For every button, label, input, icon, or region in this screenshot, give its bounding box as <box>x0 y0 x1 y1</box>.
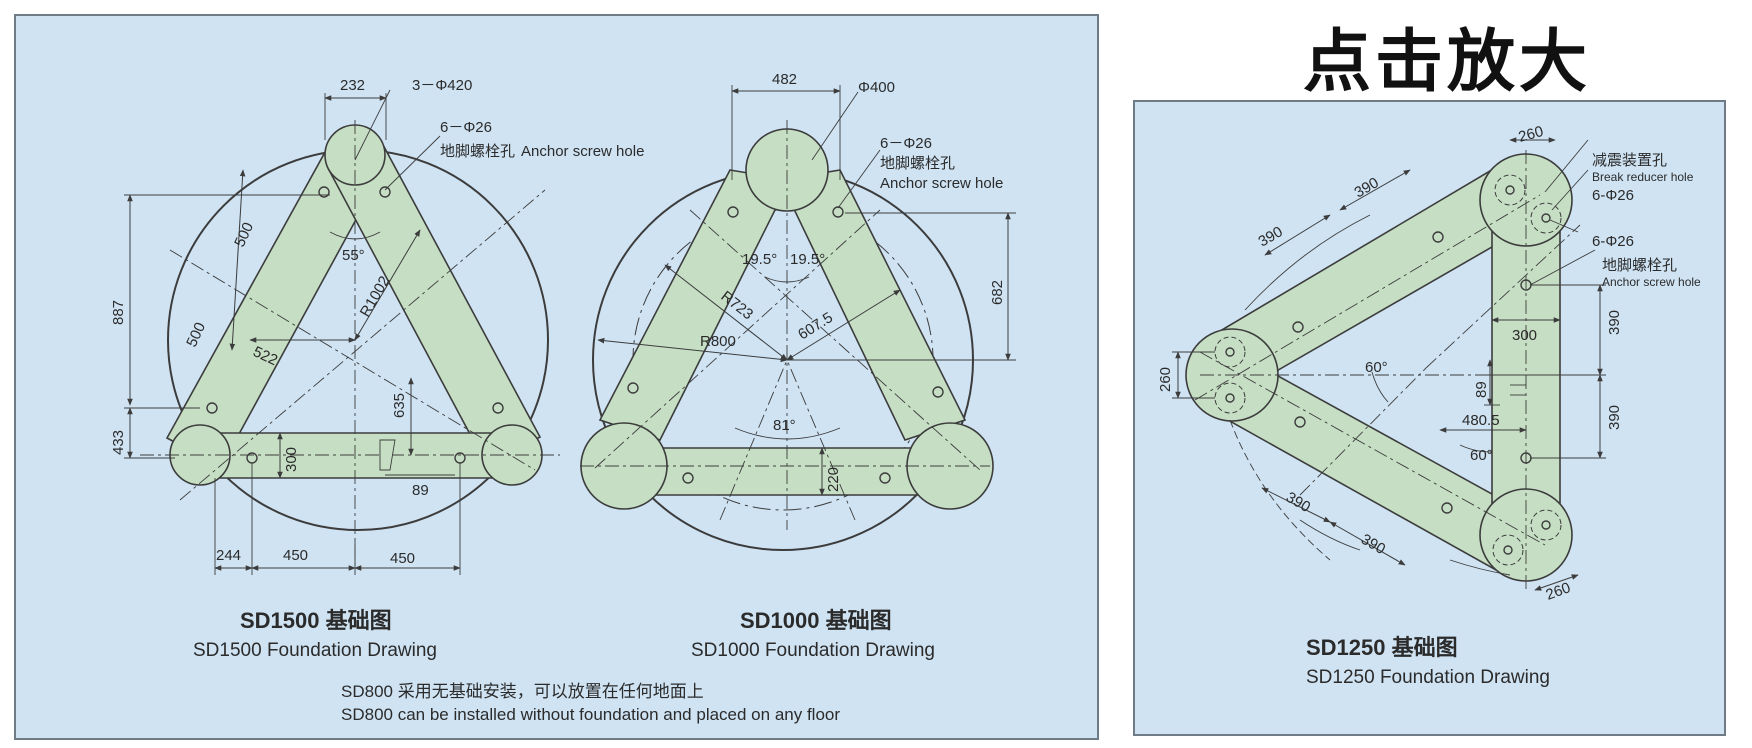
sd1000-dim-r723: R723 <box>718 288 757 323</box>
sd1000-dim-482: 482 <box>772 71 797 88</box>
sd1250-dim-390-upper-b: 390 <box>1256 223 1286 250</box>
sd1500-dim-89: 89 <box>412 482 429 499</box>
sd1000-title: SD1000 基础图 <box>740 608 892 633</box>
sd1250-title: SD1250 基础图 <box>1306 635 1458 660</box>
sd1500-dim-433: 433 <box>110 430 127 455</box>
sd1500-label-anchor-holes: 6－Φ26 <box>440 119 492 136</box>
sd1000-arm-bottom <box>639 447 931 496</box>
sd1250-dim-480-5: 480.5 <box>1462 412 1500 429</box>
sd1250-dim-300: 300 <box>1512 327 1537 344</box>
sd1500-dim-500-lower: 500 <box>183 320 209 350</box>
sd1500-dim-244: 244 <box>216 547 241 564</box>
sd1000-anchor-holes <box>627 206 944 484</box>
sd1500-dim-635: 635 <box>391 393 408 418</box>
sd1250-dim-89: 89 <box>1473 381 1490 398</box>
sd1500-dim-300: 300 <box>283 447 300 472</box>
sd1250-dim-390-lower-a: 390 <box>1283 489 1313 516</box>
sd1500-dim-55deg: 55° <box>342 247 365 264</box>
sd1000-label-main-hole: Φ400 <box>858 79 895 96</box>
sd1250-dim-260-top: 260 <box>1517 123 1546 146</box>
sd1500-dim-887: 887 <box>110 300 127 325</box>
sd800-note-en: SD800 can be installed without foundatio… <box>341 705 841 724</box>
sd1250-label-reducer-en: Break reducer hole <box>1592 170 1694 184</box>
sd1500-dim-232: 232 <box>340 77 365 94</box>
sd1500-dim-500-upper: 500 <box>231 220 257 250</box>
sd1000-arm-left <box>598 169 792 441</box>
sd1000-label-anchor-en: Anchor screw hole <box>880 175 1003 192</box>
sd1000-dim-r800: R800 <box>700 333 736 350</box>
sd800-note-cn: SD800 采用无基础安装，可以放置在任何地面上 <box>341 682 704 701</box>
sd1250-dim-390-upper-a: 390 <box>1352 174 1382 201</box>
sd1500-label-main-holes: 3－Φ420 <box>412 77 472 94</box>
sd1000-label-anchor-cn: 地脚螺栓孔 <box>880 155 955 172</box>
sd1250-label-anchor-en: Anchor screw hole <box>1602 275 1701 289</box>
sd1250-dim-260-left: 260 <box>1157 367 1174 392</box>
sd1250-dim-60deg-b: 60° <box>1470 447 1493 464</box>
sd1250-subtitle: SD1250 Foundation Drawing <box>1306 667 1550 688</box>
sd1000-arm-right <box>778 169 967 441</box>
sd1250-label-reducer-cn: 减震装置孔 <box>1592 152 1667 169</box>
sd1250-dim-390-right-b: 390 <box>1606 405 1623 430</box>
sd1500-title: SD1500 基础图 <box>240 608 392 633</box>
sd1000-subtitle: SD1000 Foundation Drawing <box>691 640 935 661</box>
sd1250-label-holes-a: 6-Φ26 <box>1592 187 1634 204</box>
sd1000-dim-19-5-right: 19.5° <box>790 251 825 268</box>
sd1500-dim-450-right: 450 <box>390 550 415 567</box>
sd1500-subtitle: SD1500 Foundation Drawing <box>193 640 437 661</box>
sd1250-drawing: 260 减震装置孔 Break reducer hole 6-Φ26 6-Φ26… <box>1157 123 1701 604</box>
sd1000-dim-220: 220 <box>825 467 842 492</box>
sd1250-label-anchor-cn: 地脚螺栓孔 <box>1602 257 1677 274</box>
sd1250-dim-390-lower-b: 390 <box>1358 531 1388 558</box>
sd1000-dim-81deg: 81° <box>773 417 796 434</box>
sd1250-dim-60deg-a: 60° <box>1365 359 1388 376</box>
sd1500-dim-r1002: R1002 <box>357 273 394 320</box>
sd1250-dim-390-right-a: 390 <box>1606 310 1623 335</box>
sd1000-dim-19-5-left: 19.5° <box>742 251 777 268</box>
sd1250-dim-260-bottom: 260 <box>1544 579 1573 604</box>
sd1250-label-holes-b: 6-Φ26 <box>1592 233 1634 250</box>
sd1500-dim-450-left: 450 <box>283 547 308 564</box>
zoom-banner[interactable]: 点击放大 <box>1302 22 1591 102</box>
sd1000-dim-607-5: 607.5 <box>795 309 836 343</box>
sd1000-drawing: Φ400 482 6－Φ26 地脚螺栓孔 Anchor screw hole 1… <box>580 71 1016 551</box>
sd1000-label-anchor-holes: 6－Φ26 <box>880 135 932 152</box>
sd1250-reducer-holes <box>1214 174 1562 566</box>
sd1000-dim-682: 682 <box>989 280 1006 305</box>
